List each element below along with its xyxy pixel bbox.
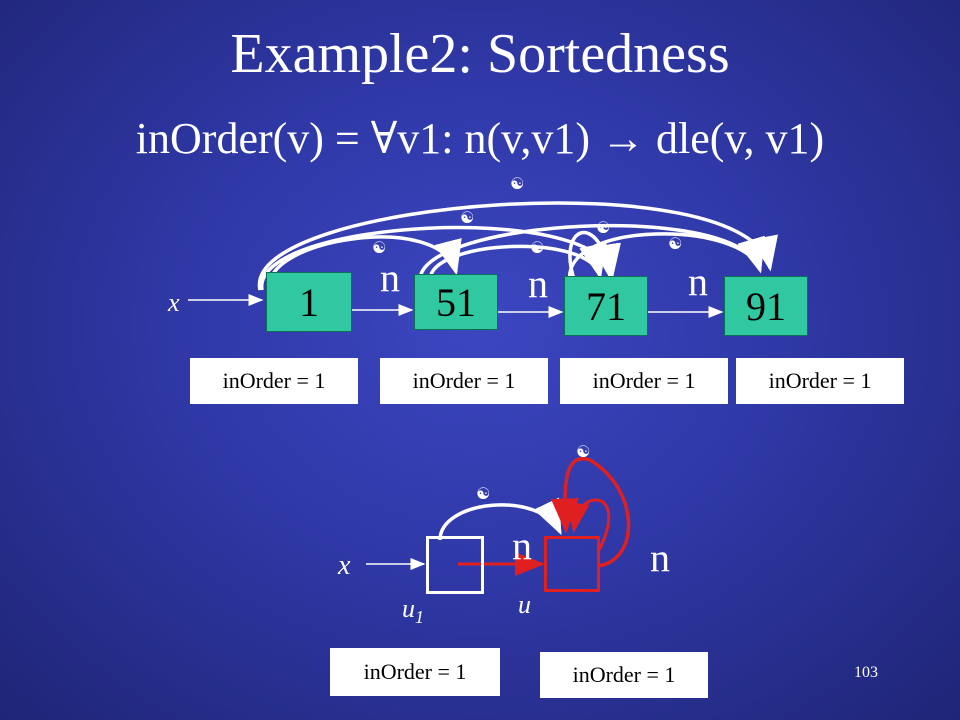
marker-glyph-2: ☯ (460, 208, 475, 227)
slide-title: Example2: Sortedness (230, 23, 730, 85)
node-u1-label: u1 (402, 594, 424, 628)
marker-glyph-bottom-2: ☯ (476, 484, 491, 503)
marker-glyph-bottom-1: ☯ (576, 442, 591, 461)
list-node-1: 1 (266, 272, 352, 332)
edge-label-n-2: n (528, 261, 548, 306)
edge-label-n-1: n (380, 255, 400, 300)
arc-51-71 (428, 242, 607, 281)
page-number: 103 (854, 664, 878, 681)
marker-glyph-6: ☯ (668, 234, 683, 253)
node-u1 (426, 536, 484, 594)
list-node-51: 51 (414, 274, 498, 330)
self-loop-u-outer (550, 456, 631, 568)
summary-node-u (544, 536, 600, 592)
list-node-71: 71 (564, 276, 648, 336)
edge-label-n-3: n (688, 259, 708, 304)
marker-glyph-5: ☯ (530, 238, 545, 257)
inorder-box-u: inOrder = 1 (540, 652, 708, 698)
inorder-box-91: inOrder = 1 (736, 358, 904, 404)
node-u1-label-main: u (402, 594, 415, 623)
arc-71-loop (568, 230, 620, 283)
variable-x-top: x (168, 288, 180, 317)
marker-glyph-1: ☯ (510, 174, 525, 193)
inorder-box-71: inOrder = 1 (560, 358, 728, 404)
marker-glyph-3: ☯ (596, 218, 611, 237)
inorder-box-51: inOrder = 1 (380, 358, 548, 404)
arc-71-91 (568, 232, 765, 283)
inorder-box-u1: inOrder = 1 (330, 648, 500, 696)
variable-x-bottom: x (338, 550, 351, 581)
node-u-label: u (518, 590, 531, 619)
self-edge-label-n: n (650, 535, 670, 580)
arc-1-91 (258, 201, 778, 291)
arc-u1-u (438, 497, 562, 541)
marker-glyph-4: ☯ (372, 238, 387, 257)
node-u1-label-subscript: 1 (415, 607, 424, 628)
inorder-formula: inOrder(v) = ∀v1: n(v,v1) → dle(v, v1) (135, 114, 825, 163)
self-loop-u-inner (565, 498, 611, 553)
inorder-box-1: inOrder = 1 (190, 358, 358, 404)
list-node-91: 91 (724, 276, 808, 336)
edge-label-n-bottom: n (512, 523, 532, 568)
